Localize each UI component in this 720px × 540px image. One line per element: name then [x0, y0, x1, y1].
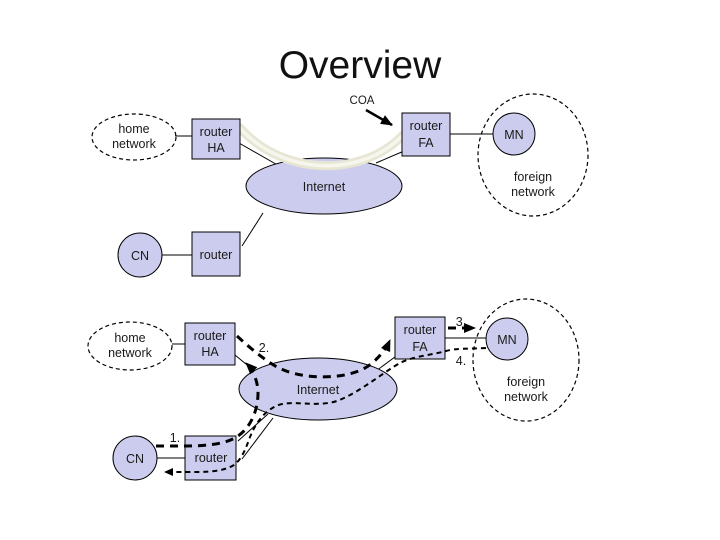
- home-network-cloud: [91, 113, 177, 161]
- router-box: [191, 231, 241, 277]
- router-ha-box: [184, 322, 236, 366]
- internet-cloud: [245, 157, 403, 215]
- step1-label: 1.: [170, 431, 180, 445]
- foreign-network-label-line1: foreign: [514, 170, 552, 184]
- link-router-internet-a: [237, 413, 269, 442]
- home-network-label-line2: network: [112, 137, 157, 151]
- router-box: [184, 435, 237, 481]
- router-fa-box: [394, 316, 446, 360]
- internet-label: Internet: [297, 383, 340, 397]
- router-ha-label-line1: router: [200, 125, 233, 139]
- diagram-bottom: home network router HA router FA MN fore…: [87, 298, 580, 481]
- router-fa-label-line2: FA: [418, 136, 434, 150]
- path-step2-ha-to-fa-tunnel: [235, 334, 392, 379]
- router-ha-box: [191, 118, 241, 160]
- foreign-network-cloud: [472, 298, 580, 422]
- cn-node: [112, 435, 158, 481]
- link-internet-router: [241, 212, 264, 247]
- path-step4-mn-to-cn: [164, 347, 487, 476]
- home-network-label-line1: home: [118, 122, 149, 136]
- tunnel-core: [238, 126, 405, 168]
- step2-label: 2.: [259, 341, 269, 355]
- foreign-network-label-line1: foreign: [507, 375, 545, 389]
- foreign-network-label-line2: network: [504, 390, 549, 404]
- step4-label: 4.: [456, 354, 466, 368]
- router-fa-label-line1: router: [404, 323, 437, 337]
- link-ha-internet: [238, 142, 282, 168]
- cn-label: CN: [126, 452, 144, 466]
- diagram-top: COA home network router HA router FA MN …: [91, 93, 589, 278]
- step3-label: 3.: [456, 315, 466, 329]
- link-internet-fa: [375, 150, 405, 164]
- home-network-label-line2: network: [108, 346, 153, 360]
- foreign-network-label-line2: network: [511, 185, 556, 199]
- mn-node: [492, 112, 536, 156]
- router-ha-label-line2: HA: [201, 345, 219, 359]
- foreign-network-cloud: [477, 93, 589, 217]
- home-network-label-line1: home: [114, 331, 145, 345]
- path-step1-cn-to-ha: [156, 361, 260, 448]
- mn-label: MN: [497, 333, 516, 347]
- router-label: router: [195, 451, 228, 465]
- mn-label: MN: [504, 128, 523, 142]
- home-network-cloud: [87, 321, 173, 371]
- slide-title: Overview: [278, 44, 442, 87]
- cn-label: CN: [131, 249, 149, 263]
- coa-arrow: [365, 108, 393, 127]
- cn-node: [117, 232, 163, 278]
- mn-node: [485, 317, 529, 361]
- link-router-internet-b: [241, 417, 274, 460]
- coa-label: COA: [350, 95, 375, 107]
- router-ha-label-line2: HA: [207, 141, 225, 155]
- router-label: router: [200, 248, 233, 262]
- router-fa-label-line1: router: [410, 119, 443, 133]
- router-fa-label-line2: FA: [412, 340, 428, 354]
- internet-label: Internet: [303, 180, 346, 194]
- router-ha-label-line1: router: [194, 329, 227, 343]
- router-fa-box: [401, 112, 451, 157]
